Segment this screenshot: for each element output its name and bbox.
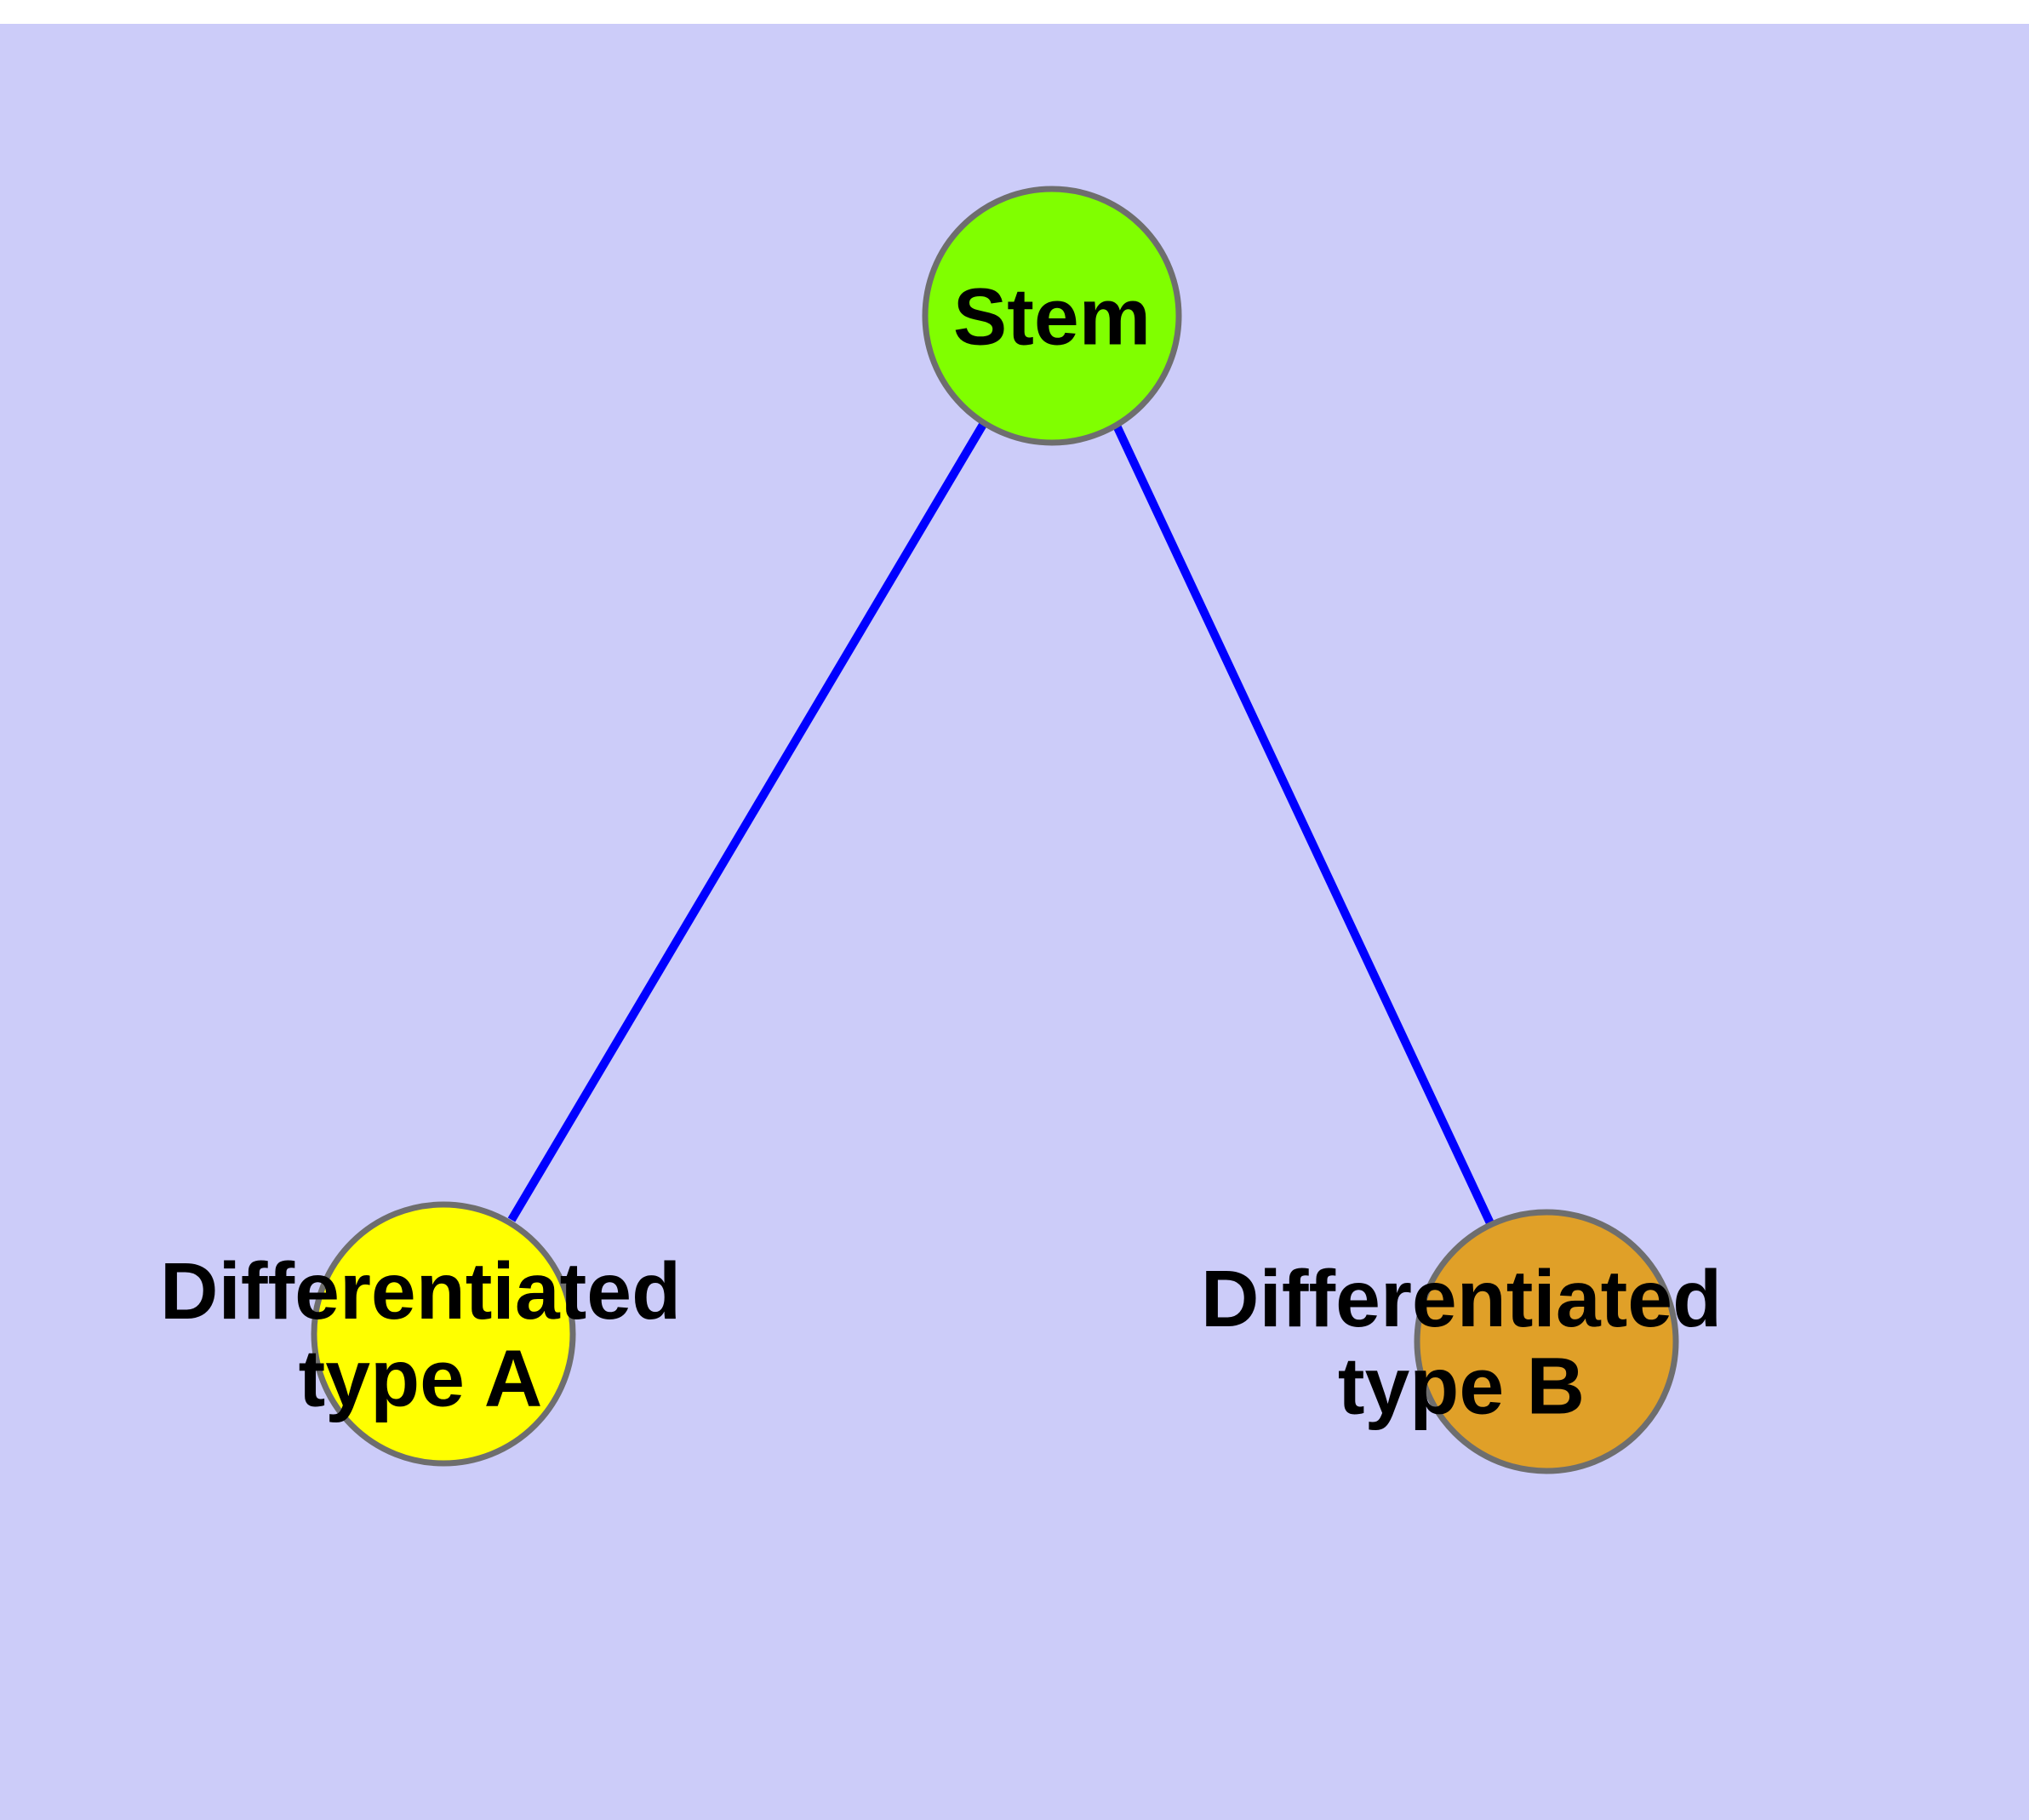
graph-edge-stem-to-diff-b[interactable] xyxy=(1112,423,1495,1226)
node-label-line: type A xyxy=(299,1334,543,1424)
graph-node-diff-b[interactable] xyxy=(1414,1209,1679,1474)
edges-layer xyxy=(507,421,1495,1226)
node-label-line: type B xyxy=(1338,1342,1585,1432)
graph-node-diff-a[interactable] xyxy=(311,1201,576,1467)
node-label-line: Stem xyxy=(953,272,1151,362)
node-label-stem: Stem xyxy=(953,272,1151,362)
graph-edge-stem-to-diff-a[interactable] xyxy=(507,421,988,1222)
nodes-layer xyxy=(311,186,1679,1474)
graph-node-stem[interactable] xyxy=(922,186,1182,446)
node-label-line: Differentiated xyxy=(160,1246,681,1336)
node-label-line: Differentiated xyxy=(1201,1254,1722,1344)
